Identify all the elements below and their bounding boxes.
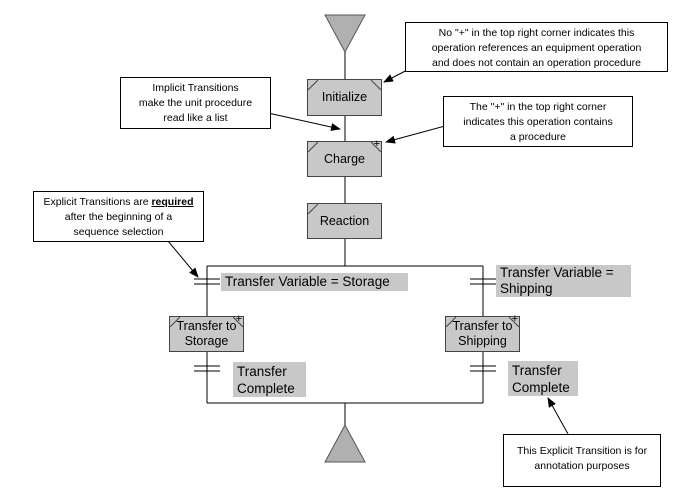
note-annotation: This Explicit Transition is for annotati… [503, 434, 661, 487]
note-explicit-line1: Explicit Transitions are required [38, 195, 199, 210]
step-transfer-shipping-label: Transfer to Shipping [453, 319, 513, 349]
note-implicit-line1: Implicit Transitions [152, 82, 239, 94]
plus-icon: + [511, 313, 518, 325]
step-charge[interactable]: + Charge [307, 138, 382, 177]
note-no-plus: No "+" in the top right corner indicates… [405, 22, 668, 72]
arrow-explicit [167, 240, 199, 278]
end-triangle [324, 423, 366, 463]
step-transfer-storage-label: Transfer to Storage [177, 319, 237, 349]
note-annotation-line2: annotation purposes [534, 460, 630, 472]
note-implicit: Implicit Transitions make the unit proce… [120, 77, 271, 129]
note-no-plus-line3: and does not contain an operation proced… [432, 57, 641, 69]
corner-mark-left-icon [308, 142, 318, 152]
corner-mark-left-icon [308, 80, 318, 90]
note-no-plus-line2: operation references an equipment operat… [431, 42, 642, 54]
note-implicit-line3: read like a list [163, 112, 228, 124]
corner-mark-left-icon [170, 317, 180, 327]
plus-icon: + [235, 313, 242, 325]
note-implicit-line2: make the unit procedure [138, 97, 253, 109]
corner-mark-right-icon [371, 142, 381, 152]
note-annotation-line1: This Explicit Transition is for [516, 445, 648, 457]
corner-mark-right-icon [233, 317, 243, 327]
step-initialize[interactable]: Initialize [307, 79, 382, 116]
step-reaction[interactable]: Reaction [307, 203, 382, 239]
note-explicit-line2: after the beginning of a [64, 211, 173, 223]
condition-complete-right-line1: Transfer [512, 363, 562, 378]
condition-complete-left-line2: Complete [237, 381, 295, 396]
condition-complete-left-line1: Transfer [237, 364, 287, 379]
corner-mark-left-icon [446, 317, 456, 327]
note-plus-line3: a procedure [509, 131, 567, 143]
condition-complete-right-line2: Complete [512, 380, 570, 395]
start-triangle [324, 14, 366, 54]
step-reaction-label: Reaction [319, 213, 370, 228]
note-plus-line1: The "+" in the top right corner [469, 101, 607, 113]
step-initialize-label: Initialize [321, 90, 368, 104]
note-explicit-line3: sequence selection [73, 226, 164, 238]
plus-icon: + [373, 138, 380, 150]
corner-mark-left-icon [308, 204, 318, 214]
step-transfer-storage-line1: Transfer to [176, 319, 237, 333]
note-explicit-line1-pre: Explicit Transitions are [43, 196, 152, 208]
condition-shipping-line1: Transfer Variable = [500, 265, 614, 280]
step-charge-label: Charge [324, 151, 365, 166]
step-transfer-shipping-line1: Transfer to [452, 319, 513, 333]
step-transfer-shipping[interactable]: + Transfer to Shipping [445, 313, 520, 352]
note-plus: The "+" in the top right corner indicate… [443, 96, 633, 147]
condition-complete-left[interactable]: Transfer Complete [233, 362, 306, 397]
step-transfer-storage-line2: Storage [184, 334, 229, 348]
corner-mark-right-icon [371, 80, 381, 90]
condition-storage-text: Transfer Variable = Storage [225, 274, 390, 289]
arrow-plus [385, 125, 446, 144]
note-no-plus-line1: No "+" in the top right corner indicates… [438, 27, 635, 39]
arrow-annotation [547, 397, 569, 435]
condition-storage[interactable]: Transfer Variable = Storage [221, 273, 408, 291]
corner-mark-right-icon [509, 317, 519, 327]
condition-complete-right[interactable]: Transfer Complete [508, 361, 578, 396]
step-transfer-shipping-line2: Shipping [458, 334, 507, 348]
note-plus-line2: indicates this operation contains [463, 116, 613, 128]
note-explicit-required: required [151, 196, 194, 208]
condition-shipping-line2: Shipping [500, 281, 553, 296]
step-transfer-storage[interactable]: + Transfer to Storage [169, 313, 244, 352]
arrow-implicit [267, 112, 341, 131]
note-explicit: Explicit Transitions are required after … [33, 191, 204, 242]
condition-shipping[interactable]: Transfer Variable = Shipping [496, 265, 631, 297]
